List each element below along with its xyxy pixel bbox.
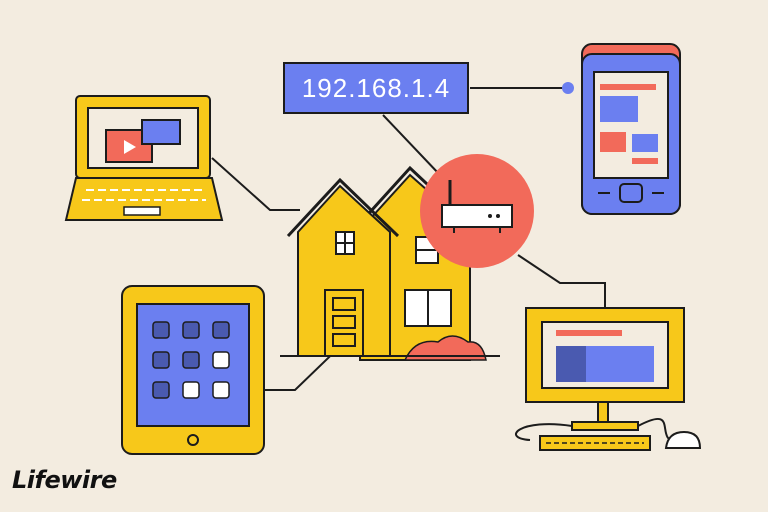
tablet-icon [121,285,265,455]
brand-logo: Lifewire [12,466,117,494]
smartphone-icon [581,43,681,215]
connection-dot [562,82,574,94]
ip-address-label: 192.168.1.4 [283,62,469,114]
house-to-router-line [382,114,441,176]
desktop-computer-icon [515,307,702,451]
router-to-desktop-line [517,254,606,308]
router-icon [420,154,534,268]
laptop-to-house-line [211,157,300,211]
laptop-icon [64,95,224,221]
